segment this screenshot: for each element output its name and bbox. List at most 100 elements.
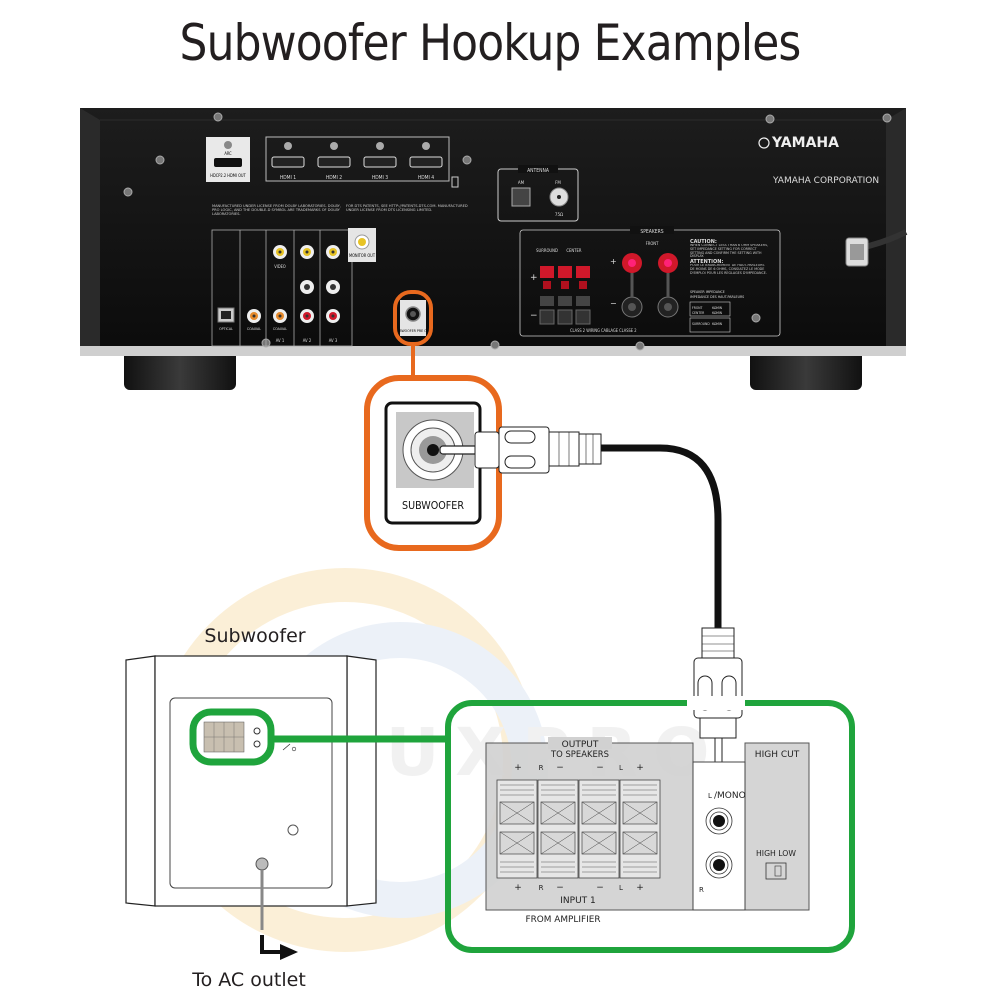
svg-text:AV 1: AV 1 — [276, 338, 285, 343]
svg-text:SURROUND: SURROUND — [536, 248, 558, 253]
svg-text:CENTER: CENTER — [692, 311, 705, 315]
svg-text:R: R — [699, 886, 704, 894]
attention-text: POUR LE BRANCHEMENT DE HAUT-PARLEURS DE … — [690, 264, 767, 275]
audio-l-jacks[interactable] — [300, 280, 340, 294]
svg-text:−: − — [530, 311, 538, 321]
front-binding-posts[interactable] — [621, 253, 679, 318]
svg-text:−: − — [610, 299, 617, 308]
svg-text:SPEAKER IMPEDANCE: SPEAKER IMPEDANCE — [690, 290, 725, 294]
svg-text:AM: AM — [518, 180, 525, 186]
svg-text:CENTER: CENTER — [566, 248, 582, 253]
yamaha-tuning-fork-icon — [758, 137, 770, 149]
svg-text:CLASS 2 WIRING CABLAGE CLASSE: CLASS 2 WIRING CABLAGE CLASSE 2 — [570, 328, 637, 333]
svg-text:L: L — [619, 884, 623, 892]
green-callout-frame — [445, 700, 855, 953]
svg-text:FM: FM — [555, 180, 561, 186]
speaker-terminals: SPEAKERS SURROUND CENTER FRONT + − + − — [519, 226, 781, 337]
high-low-label: HIGH LOW — [756, 849, 796, 858]
svg-text:R: R — [539, 884, 544, 892]
speaker-spring-terminals[interactable] — [496, 779, 661, 879]
output-title: OUTPUT — [562, 740, 599, 750]
hdmi-inputs: HDMI 1 HDMI 2 HDMI 3 HDMI 4 — [265, 136, 450, 182]
svg-text:ANTENNA: ANTENNA — [527, 168, 550, 174]
svg-text:SUBWOOFER PRE OUT: SUBWOOFER PRE OUT — [395, 329, 431, 333]
svg-text:6ΩMIN: 6ΩMIN — [712, 306, 722, 310]
svg-text:COAXIAL: COAXIAL — [247, 327, 261, 331]
svg-text:ATTENTION:: ATTENTION: — [690, 259, 723, 265]
svg-text:6ΩMIN: 6ΩMIN — [712, 311, 722, 315]
video-jacks[interactable] — [273, 245, 340, 259]
svg-text:R: R — [539, 764, 544, 772]
line-in-r-jack[interactable] — [705, 851, 733, 879]
antenna-section: ANTENNA AM FM 75Ω — [497, 165, 579, 222]
svg-text:−: − — [556, 763, 564, 773]
subwoofer-pre-out-jack[interactable]: SUBWOOFER PRE OUT — [395, 300, 431, 336]
output-polarity-labels: + R − − L + — [514, 763, 644, 773]
svg-text:OPTICAL: OPTICAL — [219, 327, 233, 331]
svg-text:HDMI 1: HDMI 1 — [280, 175, 296, 181]
high-cut-label: HIGH CUT — [754, 750, 800, 760]
subwoofer-cable — [601, 444, 722, 628]
corporation-label: YAMAHA CORPORATION — [772, 176, 879, 186]
high-cut-switch[interactable] — [765, 862, 787, 880]
svg-text:SPEAKERS: SPEAKERS — [640, 229, 663, 235]
hdmi-out-label: HDCP2.2 HDMI OUT — [210, 173, 246, 178]
svg-text:+: + — [514, 763, 522, 773]
svg-text:+: + — [514, 883, 522, 893]
callout-jack-label: SUBWOOFER — [402, 499, 464, 512]
hdmi-out-port[interactable]: ARC HDCP2.2 HDMI OUT — [206, 137, 250, 182]
svg-text:HDMI 2: HDMI 2 — [326, 175, 342, 181]
svg-text:−: − — [596, 883, 604, 893]
svg-text:SURROUND: SURROUND — [692, 322, 710, 326]
svg-text:L: L — [708, 792, 712, 800]
svg-text:FRONT: FRONT — [692, 306, 703, 310]
surround-center-clips[interactable] — [539, 266, 591, 325]
svg-text:FRONT: FRONT — [646, 241, 660, 246]
output-subtitle: TO SPEAKERS — [550, 750, 609, 760]
audio-r-jacks[interactable] — [300, 309, 340, 323]
hdmi-in-4[interactable]: HDMI 4 — [409, 142, 443, 181]
sub-input-panel-zoom: OUTPUT TO SPEAKERS + R − − L + — [445, 696, 855, 953]
svg-text:AV 3: AV 3 — [329, 338, 338, 343]
input-title: INPUT 1 — [560, 896, 596, 906]
svg-text:IMPEDANCE DES HAUT-PARLEURS: IMPEDANCE DES HAUT-PARLEURS — [690, 295, 744, 299]
svg-text:HDMI 3: HDMI 3 — [372, 175, 388, 181]
am-antenna-terminal[interactable] — [511, 187, 531, 207]
audio-video-inputs: VIDEO MONITOR OUT — [211, 228, 376, 347]
coaxial-jacks[interactable] — [247, 309, 287, 323]
caution-text: WHEN CONNECT LESS THAN 6 OHM SPEAKERS, S… — [690, 244, 769, 258]
hdmi-in-2[interactable]: HDMI 2 — [317, 142, 351, 181]
subwoofer-unit — [125, 655, 448, 930]
receiver-foot-left — [124, 348, 236, 390]
mono-label: /MONO — [714, 791, 746, 801]
dolby-license-text: MANUFACTURED UNDER LICENSE FROM DOLBY LA… — [212, 204, 342, 216]
hdmi-in-3[interactable]: HDMI 3 — [363, 142, 397, 181]
subwoofer-jack-callout: SUBWOOFER — [364, 290, 502, 551]
subwoofer-heading: Subwoofer — [204, 625, 305, 647]
svg-text:COAXIAL: COAXIAL — [273, 327, 287, 331]
power-cord — [845, 229, 908, 267]
brand-logo: YAMAHA — [771, 135, 839, 151]
svg-text:+: + — [636, 763, 644, 773]
line-in-mono-jack[interactable] — [705, 807, 733, 835]
svg-text:75Ω: 75Ω — [555, 212, 563, 218]
rca-plug-top — [439, 426, 602, 474]
svg-text:−: − — [556, 883, 564, 893]
svg-text:VIDEO: VIDEO — [274, 264, 286, 269]
svg-text:CAUTION:: CAUTION: — [690, 239, 717, 245]
receiver-foot-right — [750, 348, 862, 390]
svg-text:+: + — [636, 883, 644, 893]
receiver-bottom-edge — [80, 346, 906, 356]
power-knob[interactable] — [287, 824, 299, 836]
svg-text:AV 2: AV 2 — [303, 338, 312, 343]
monitor-out-jack[interactable]: MONITOR OUT — [348, 228, 376, 262]
av-receiver: ARC HDCP2.2 HDMI OUT HDMI 1 HDMI 2 HDMI … — [80, 108, 908, 390]
hdmi-in-1[interactable]: HDMI 1 — [271, 142, 305, 181]
svg-text:MONITOR OUT: MONITOR OUT — [349, 253, 376, 258]
dts-license-text: FOR DTS PATENTS, SEE HTTP://PATENTS.DTS.… — [346, 204, 468, 212]
svg-text:L: L — [619, 764, 623, 772]
ac-outlet-label: To AC outlet — [191, 969, 306, 991]
svg-text:+: + — [610, 257, 617, 266]
svg-text:−: − — [596, 763, 604, 773]
